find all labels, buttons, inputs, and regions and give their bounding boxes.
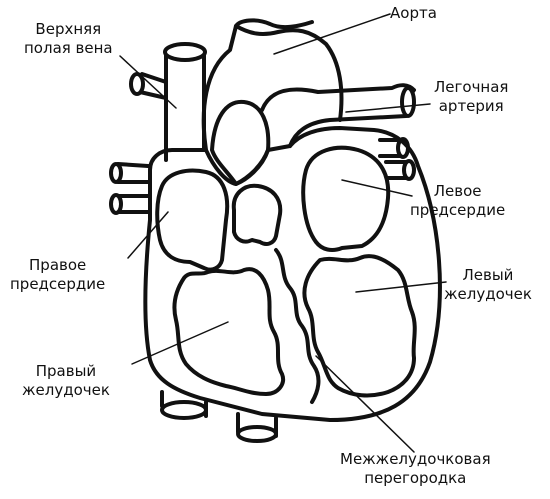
label-aorta: Аорта [390, 4, 437, 23]
superior-vena-cava-shape [129, 42, 207, 162]
septum-wall-shape [274, 248, 321, 404]
label-line: Межжелудочковая [340, 450, 491, 468]
leader-lines [119, 13, 447, 453]
label-line: Верхняя [35, 20, 102, 38]
label-line: Левое [433, 182, 482, 200]
pulmonary-artery-shape [260, 83, 416, 148]
right-ventricle-shape [172, 267, 285, 396]
descending-aorta-shape [236, 412, 278, 443]
aorta-shape [201, 18, 344, 186]
label-septum: Межжелудочковая перегородка [340, 450, 491, 488]
right-pulmonary-veins-shape [109, 162, 150, 215]
label-line: Легочная [434, 78, 509, 96]
label-line: желудочек [22, 381, 110, 399]
inferior-vena-cava-shape [160, 390, 208, 420]
label-line: перегородка [364, 469, 467, 487]
label-right-ventricle: Правый желудочек [22, 362, 110, 400]
heart-outline-shape [143, 126, 442, 422]
label-line: Аорта [390, 4, 437, 22]
label-left-atrium: Левое предсердие [410, 182, 505, 220]
label-line: желудочек [444, 285, 532, 303]
label-line: полая вена [24, 39, 113, 57]
label-line: Правое [29, 256, 87, 274]
label-line: артерия [438, 97, 504, 115]
label-right-atrium: Правое предсердие [10, 256, 105, 294]
label-line: Правый [35, 362, 97, 380]
aortic-root-shape [231, 183, 283, 246]
left-atrium-shape [301, 145, 391, 252]
left-ventricle-shape [302, 254, 417, 398]
right-atrium-shape [155, 168, 230, 272]
label-line: Левый [462, 266, 514, 284]
label-superior-vena-cava: Верхняя полая вена [24, 20, 113, 58]
label-left-ventricle: Левый желудочек [444, 266, 532, 304]
label-line: предсердие [10, 275, 106, 293]
label-pulmonary-artery: Легочная артерия [434, 78, 508, 116]
label-line: предсердие [410, 201, 506, 219]
